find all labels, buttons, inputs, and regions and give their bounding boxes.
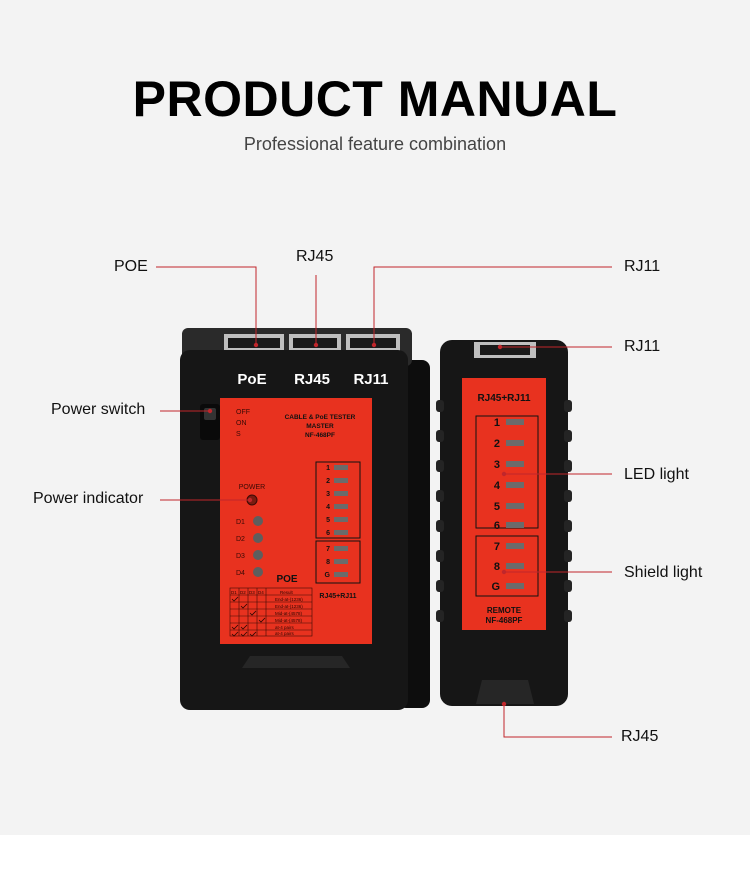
remote-rj45-port <box>476 680 534 704</box>
master-led-label-3: 3 <box>326 491 330 498</box>
d4-label: D4 <box>236 570 245 577</box>
master-led-group <box>315 461 361 539</box>
callout-shield-light: Shield light <box>624 564 703 581</box>
leader-lines <box>156 266 612 738</box>
master-shield-label-g: G <box>325 572 331 579</box>
remote-footer-1: REMOTE <box>487 606 522 615</box>
page-title: PRODUCT MANUAL <box>132 71 618 127</box>
remote-led-label-2: 2 <box>494 438 500 450</box>
master-bottom-label: RJ45+RJ11 <box>319 593 356 600</box>
switch-off-label: OFF <box>236 409 250 416</box>
master-shield-group <box>315 540 361 584</box>
product-illustration: PoE RJ45 RJ11 OFF ON S CABLE & PoE TESTE… <box>156 266 612 738</box>
table-row-4: Mid-at-(4578) <box>275 618 303 623</box>
d1-label: D1 <box>236 519 245 526</box>
callout-led-light: LED light <box>624 466 689 483</box>
remote-ridges <box>436 400 572 622</box>
master-latch <box>242 656 350 668</box>
d1-led <box>253 516 263 526</box>
table-header-d2: D2 <box>240 590 246 595</box>
remote-unit: RJ45+RJ11 1 2 3 4 5 6 7 8 G REMOTE NF-46… <box>436 340 572 706</box>
master-led-label-2: 2 <box>326 478 330 485</box>
remote-led-label-1: 1 <box>494 417 500 429</box>
table-row-3: Mid-at-(4578) <box>275 611 303 616</box>
master-shield-label-7: 7 <box>326 546 330 553</box>
remote-led-label-5: 5 <box>494 501 500 513</box>
table-header-d4: D4 <box>258 590 264 595</box>
callout-power-indicator: Power indicator <box>33 490 144 507</box>
master-led-6 <box>334 530 348 535</box>
callout-rj45-top: RJ45 <box>296 248 334 265</box>
remote-shield-label-g: G <box>491 581 500 593</box>
remote-led-5 <box>506 503 524 509</box>
remote-shield-led-8 <box>506 563 524 569</box>
remote-led-label-4: 4 <box>494 480 501 492</box>
master-shield-led-g <box>334 572 348 577</box>
master-led-4 <box>334 504 348 509</box>
callout-rj11-top: RJ11 <box>624 258 661 275</box>
remote-shield-group <box>475 535 539 597</box>
table-header-d3: D3 <box>249 590 255 595</box>
remote-led-4 <box>506 482 524 488</box>
d4-led <box>253 567 263 577</box>
table-checkmarks <box>231 596 266 637</box>
callout-rj45-bottom: RJ45 <box>621 728 659 745</box>
callout-power-switch: Power switch <box>51 401 146 418</box>
result-table <box>229 587 313 637</box>
master-led-3 <box>334 491 348 496</box>
d3-label: D3 <box>236 553 245 560</box>
master-led-2 <box>334 478 348 483</box>
master-shield-led-7 <box>334 546 348 551</box>
remote-led-6 <box>506 522 524 528</box>
brand-line-1: CABLE & PoE TESTER <box>285 414 356 421</box>
brand-line-2: MASTER <box>306 423 334 430</box>
poe-label: POE <box>276 574 297 585</box>
switch-s-label: S <box>236 431 241 438</box>
table-row-1: End-at-(1236) <box>275 597 303 602</box>
d2-led <box>253 533 263 543</box>
master-led-label-5: 5 <box>326 517 330 524</box>
switch-on-label: ON <box>236 420 247 427</box>
port-label-poe: PoE <box>237 371 266 388</box>
table-header-d1: D1 <box>231 590 237 595</box>
power-led-label: POWER <box>239 484 265 491</box>
master-led-label-4: 4 <box>326 504 330 511</box>
remote-header: RJ45+RJ11 <box>477 393 531 404</box>
master-shield-led-8 <box>334 559 348 564</box>
d3-led <box>253 550 263 560</box>
remote-shield-label-7: 7 <box>494 541 500 553</box>
brand-line-3: NF-468PF <box>305 432 335 439</box>
remote-led-1 <box>506 419 524 425</box>
remote-shield-led-g <box>506 583 524 589</box>
table-row-6: at-4 pairs <box>275 631 295 636</box>
table-header-result: Result <box>280 590 294 595</box>
master-led-label-6: 6 <box>326 530 330 537</box>
master-shield-label-8: 8 <box>326 559 330 566</box>
page-subtitle: Professional feature combination <box>243 134 507 154</box>
table-row-5: at-4 pairs <box>275 625 295 630</box>
remote-led-label-3: 3 <box>494 459 500 471</box>
master-led-label-1: 1 <box>326 465 330 472</box>
port-label-rj11: RJ11 <box>353 371 388 388</box>
remote-footer-2: NF-468PF <box>486 616 523 625</box>
table-row-2: End-at-(1236) <box>275 604 303 609</box>
remote-led-3 <box>506 461 524 467</box>
callout-rj11-remote: RJ11 <box>624 338 661 355</box>
remote-led-label-6: 6 <box>494 520 500 532</box>
callout-poe: POE <box>114 258 148 275</box>
master-unit: PoE RJ45 RJ11 OFF ON S CABLE & PoE TESTE… <box>180 328 430 710</box>
remote-led-2 <box>506 440 524 446</box>
remote-shield-led-7 <box>506 543 524 549</box>
d2-label: D2 <box>236 536 245 543</box>
master-led-1 <box>334 465 348 470</box>
remote-shield-label-8: 8 <box>494 561 500 573</box>
port-label-rj45: RJ45 <box>294 371 330 388</box>
leader-dots <box>207 342 507 707</box>
master-led-5 <box>334 517 348 522</box>
